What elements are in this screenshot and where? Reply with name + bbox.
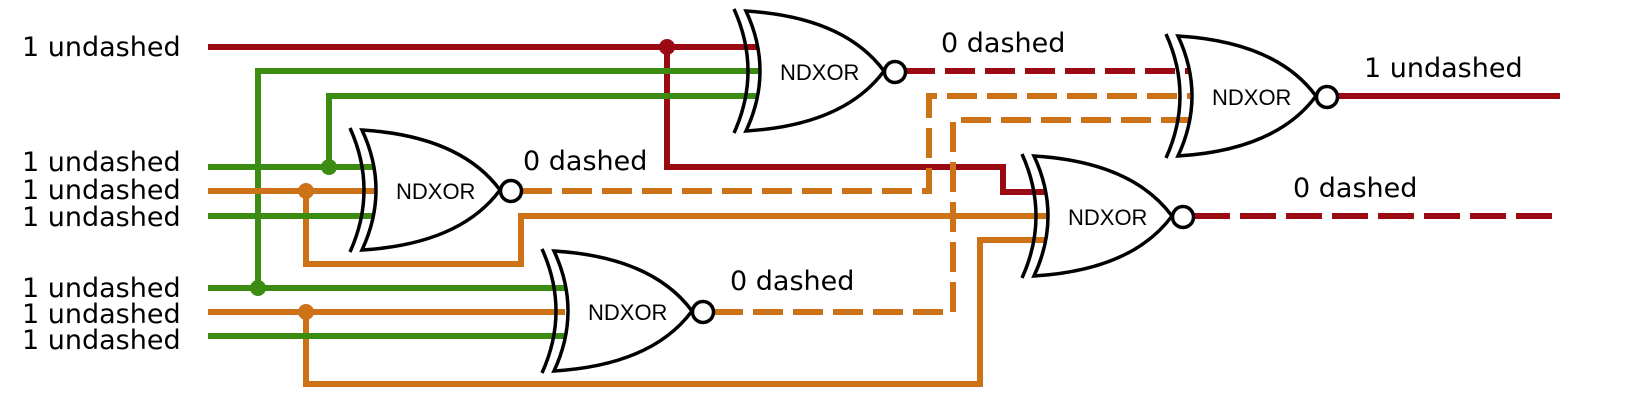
wire-input6-to-gate-right (303, 237, 1045, 387)
output-labels: 0 dashed 0 dashed 0 dashed 1 undashed 0 … (523, 28, 1523, 297)
gate-final-label: NDXOR (1212, 85, 1291, 110)
gate-bottom-label: NDXOR (588, 300, 667, 325)
input-label-7: 1 undashed (22, 325, 181, 356)
input-label-5: 1 undashed (22, 273, 181, 304)
junction-dot (298, 183, 314, 199)
input-label-3: 1 undashed (22, 175, 181, 206)
input-label-4: 1 undashed (22, 202, 181, 233)
input-label-2: 1 undashed (22, 147, 181, 178)
gate-top: NDXOR (732, 8, 908, 134)
junctions (250, 39, 675, 320)
gate-final-output-label: 1 undashed (1364, 53, 1523, 84)
gate-left-label: NDXOR (396, 179, 475, 204)
gate-bottom: NDXOR (540, 248, 716, 374)
gate-left-output-label: 0 dashed (523, 146, 647, 177)
wire-input3-to-gate-right (303, 191, 1053, 267)
wire-input2-to-gate-top (326, 93, 760, 167)
gate-right-label: NDXOR (1068, 205, 1147, 230)
input-labels: 1 undashed 1 undashed 1 undashed 1 undas… (22, 32, 181, 356)
wire-gate-left-output (522, 93, 1190, 194)
gate-right-output-label: 0 dashed (1293, 173, 1417, 204)
junction-dot (298, 304, 314, 320)
gate-top-output-label: 0 dashed (941, 28, 1065, 59)
gate-right: NDXOR (1020, 153, 1196, 279)
junction-dot (250, 280, 266, 296)
wire-input1-to-gate-right (664, 47, 1045, 195)
wire-gate-bottom-output (713, 117, 1190, 315)
gate-bottom-output-label: 0 dashed (730, 266, 854, 297)
wires (208, 44, 1560, 387)
junction-dot (659, 39, 675, 55)
gate-left: NDXOR (348, 127, 524, 253)
gate-top-label: NDXOR (780, 60, 859, 85)
input-label-6: 1 undashed (22, 299, 181, 330)
input-label-1: 1 undashed (22, 32, 181, 63)
junction-dot (321, 159, 337, 175)
gate-final: NDXOR (1164, 33, 1340, 159)
